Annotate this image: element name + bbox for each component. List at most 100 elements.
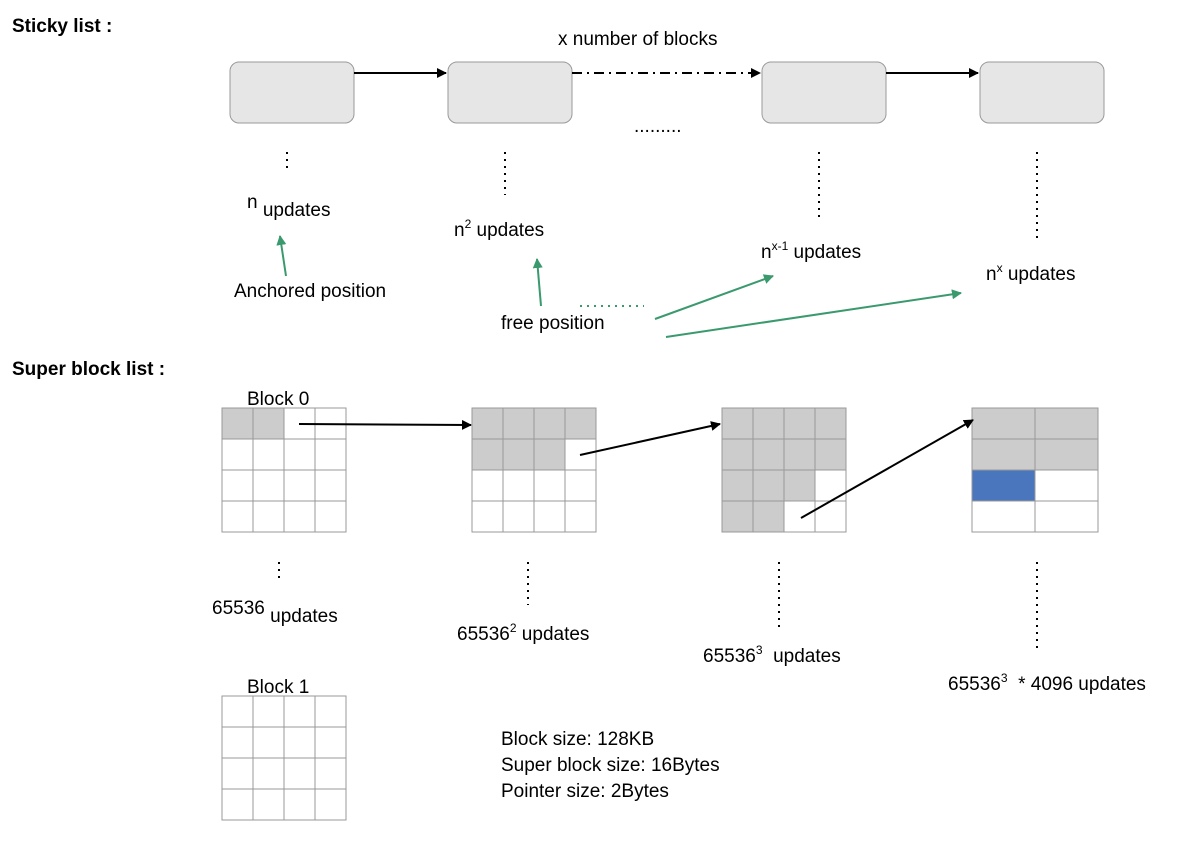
grid-cell — [283, 695, 316, 728]
grid-cell — [252, 438, 285, 471]
sticky-block-1 — [229, 61, 355, 124]
grid-cell — [721, 438, 754, 471]
super-pointer-arrow-1 — [298, 419, 472, 430]
anchored-arrow — [276, 235, 287, 277]
grid-cell — [1034, 500, 1099, 533]
grid-level-2 — [471, 407, 597, 533]
free-arrow-to-x — [665, 289, 962, 338]
grid-level-3 — [721, 407, 847, 533]
grid-cell — [783, 500, 816, 533]
grid-cell — [721, 500, 754, 533]
grid-cell — [1034, 438, 1099, 471]
grid-cell — [502, 438, 535, 471]
grid-cell — [471, 469, 504, 502]
grid-cell — [283, 500, 316, 533]
sticky-block-x — [979, 61, 1105, 124]
grid-cell — [221, 695, 254, 728]
grid-cell — [533, 438, 566, 471]
grid-cell — [971, 500, 1036, 533]
grid-cell — [283, 438, 316, 471]
block-0-grid — [221, 407, 347, 533]
free-position-label: free position — [501, 313, 605, 334]
grid-cell — [221, 788, 254, 821]
sticky-updates-1: n updates — [247, 192, 330, 221]
super-pointer-arrow-3 — [800, 419, 974, 519]
grid-cell — [252, 726, 285, 759]
grid-cell — [814, 500, 847, 533]
grid-cell — [221, 469, 254, 502]
super-pointer-arrow-2 — [579, 421, 721, 456]
super-updates-1: 65536 updates — [212, 598, 338, 627]
grid-cell — [752, 438, 785, 471]
grid-cell — [471, 407, 504, 440]
grid-cell — [283, 469, 316, 502]
super-block-list-heading: Super block list : — [12, 359, 165, 380]
grid-cell — [314, 469, 347, 502]
grid-cell — [814, 469, 847, 502]
grid-cell — [752, 469, 785, 502]
super-updates-4: 655363 * 4096 updates — [948, 671, 1146, 695]
grid-cell — [221, 726, 254, 759]
sticky-updates-2: n2 updates — [454, 217, 544, 241]
grid-cell — [283, 788, 316, 821]
grid-cell — [752, 407, 785, 440]
grid-cell — [502, 407, 535, 440]
grid-cell — [314, 788, 347, 821]
free-arrow-to-x-minus-1 — [654, 274, 774, 320]
grid-cell — [471, 438, 504, 471]
grid-cell — [221, 438, 254, 471]
grid-cell — [564, 500, 597, 533]
grid-cell — [783, 438, 816, 471]
super-updates-3: 655363 updates — [703, 643, 841, 667]
grid-cell — [221, 500, 254, 533]
grid-cell — [221, 757, 254, 790]
sticky-updates-4: nx updates — [986, 261, 1075, 285]
grid-cell — [564, 407, 597, 440]
grid-cell — [783, 469, 816, 502]
grid-cell — [721, 469, 754, 502]
grid-cell — [314, 438, 347, 471]
block-1-grid — [221, 695, 347, 821]
sticky-updates-3: nx-1 updates — [761, 239, 861, 263]
grid-cell — [752, 500, 785, 533]
grid-cell — [283, 726, 316, 759]
block-1-label: Block 1 — [247, 677, 309, 698]
grid-cell — [971, 407, 1036, 440]
grid-cell — [252, 469, 285, 502]
grid-cell — [971, 469, 1036, 502]
grid-cell — [783, 407, 816, 440]
grid-cell — [1034, 407, 1099, 440]
grid-cell — [252, 407, 285, 440]
sticky-list-heading: Sticky list : — [12, 16, 112, 37]
grid-level-4 — [971, 407, 1099, 533]
grid-cell — [814, 438, 847, 471]
grid-cell — [533, 469, 566, 502]
grid-cell — [283, 757, 316, 790]
pointer-size-text: Pointer size: 2Bytes — [501, 781, 669, 802]
grid-cell — [252, 695, 285, 728]
super-block-size-text: Super block size: 16Bytes — [501, 755, 720, 776]
block-size-text: Block size: 128KB — [501, 729, 654, 750]
sticky-gap-dots: ......... — [634, 116, 682, 137]
grid-cell — [533, 407, 566, 440]
grid-cell — [314, 726, 347, 759]
grid-cell — [502, 469, 535, 502]
grid-cell — [314, 757, 347, 790]
super-updates-2: 655362 updates — [457, 621, 589, 645]
grid-cell — [814, 407, 847, 440]
grid-cell — [533, 500, 566, 533]
grid-cell — [502, 500, 535, 533]
anchored-position-label: Anchored position — [234, 281, 386, 302]
grid-cell — [721, 407, 754, 440]
grid-cell — [252, 500, 285, 533]
grid-cell — [1034, 469, 1099, 502]
sticky-block-2 — [447, 61, 573, 124]
grid-cell — [314, 500, 347, 533]
grid-cell — [471, 500, 504, 533]
blocks-count-label: x number of blocks — [558, 29, 717, 50]
sticky-block-x-minus-1 — [761, 61, 887, 124]
grid-cell — [314, 695, 347, 728]
free-arrow-up — [532, 258, 543, 307]
grid-cell — [564, 469, 597, 502]
